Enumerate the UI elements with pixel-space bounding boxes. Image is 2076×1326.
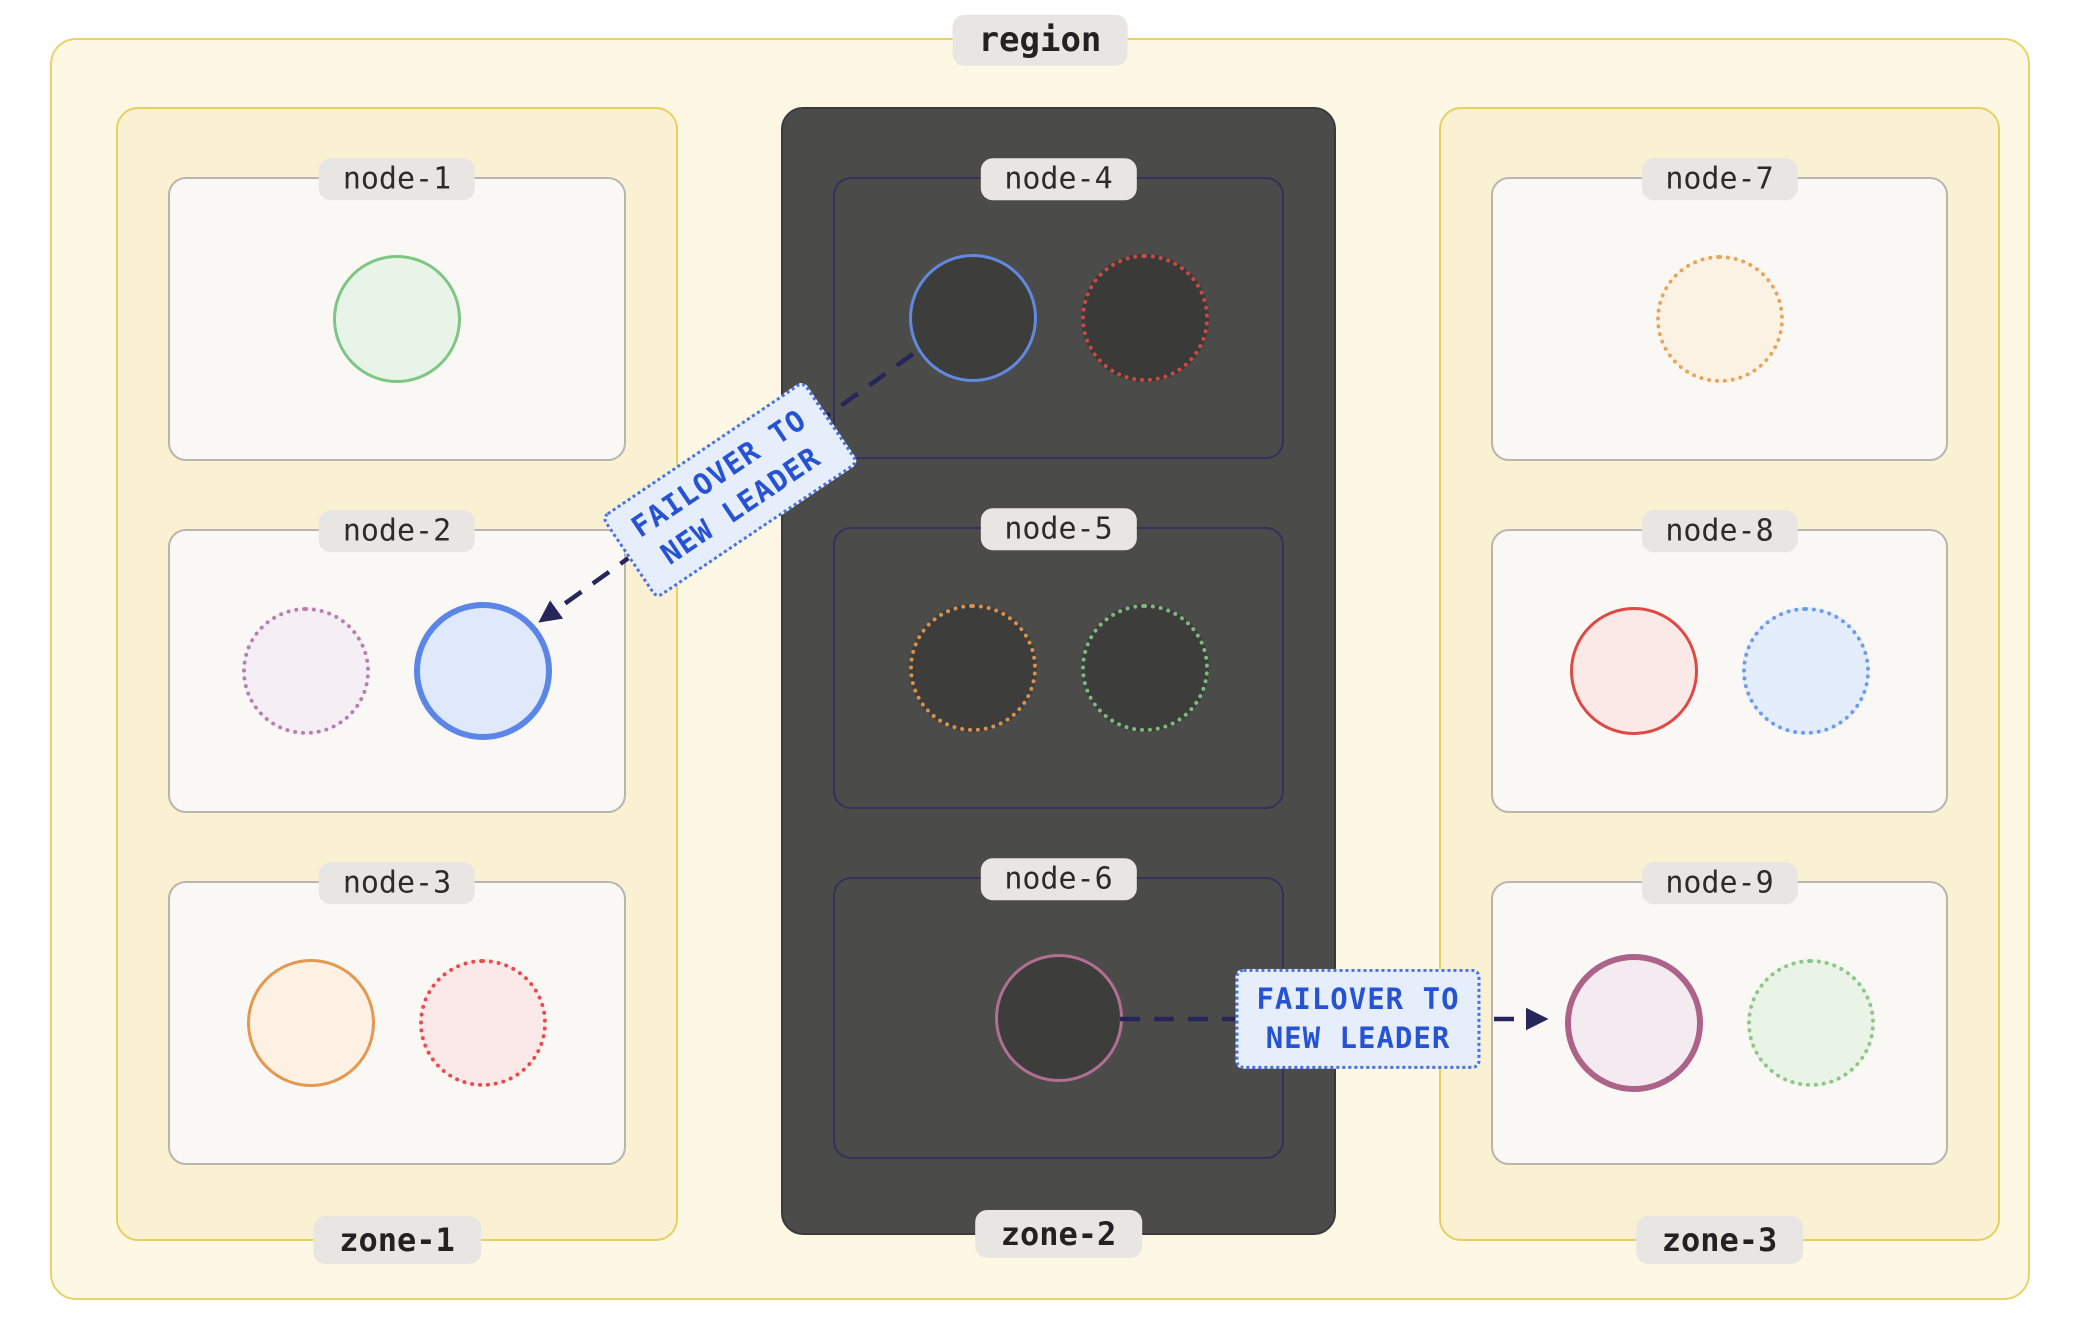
region-container: region node-1 node-2 node-3 zo bbox=[50, 14, 2030, 1300]
old-leader-circle-pink bbox=[994, 954, 1123, 1082]
failover-badge-right-line2: NEW LEADER bbox=[1265, 1021, 1451, 1055]
zone-3-label: zone-3 bbox=[1635, 1215, 1804, 1264]
replica-circle-red-2 bbox=[1569, 607, 1698, 735]
node-6-label: node-6 bbox=[980, 858, 1137, 900]
zone-3-nodes: node-7 node-8 node-9 bbox=[1491, 158, 1948, 1165]
replica-circle-orange-down bbox=[908, 604, 1037, 732]
old-leader-circle-blue bbox=[908, 254, 1037, 382]
replica-circle-green-2 bbox=[1746, 959, 1875, 1087]
node-4-label: node-4 bbox=[980, 158, 1137, 200]
node-4-box: node-4 bbox=[833, 158, 1284, 459]
node-9-box: node-9 bbox=[1491, 862, 1948, 1165]
leader-circle-pink bbox=[1564, 954, 1703, 1092]
region-label: region bbox=[952, 14, 1128, 66]
replica-circle-blue-2 bbox=[1741, 607, 1870, 735]
failover-badge-right-line1: FAILOVER TO bbox=[1256, 981, 1460, 1016]
replica-circle-green bbox=[333, 255, 461, 383]
node-8-label: node-8 bbox=[1641, 510, 1798, 552]
node-8-box: node-8 bbox=[1491, 510, 1948, 813]
zone-1-label: zone-1 bbox=[313, 1215, 481, 1264]
node-7-box: node-7 bbox=[1491, 158, 1948, 461]
zone-1-container: node-1 node-2 node-3 zone-1 bbox=[116, 107, 678, 1264]
node-3-box: node-3 bbox=[168, 862, 626, 1165]
replica-circle-purple bbox=[242, 607, 370, 735]
replica-circle-red-down bbox=[1080, 254, 1209, 382]
zone-1-nodes: node-1 node-2 node-3 bbox=[168, 158, 626, 1165]
node-2-box: node-2 bbox=[168, 510, 626, 813]
node-1-label: node-1 bbox=[318, 158, 476, 200]
zone-3-container: node-7 node-8 node-9 zone-3 bbox=[1439, 107, 2000, 1264]
failover-badge-right: FAILOVER TO NEW LEADER bbox=[1235, 968, 1481, 1070]
zone-2-nodes: node-4 node-5 node-6 bbox=[833, 158, 1284, 1159]
zone-2-label: zone-2 bbox=[974, 1209, 1143, 1258]
replica-circle-orange-2 bbox=[1655, 255, 1784, 383]
replica-circle-green-down bbox=[1080, 604, 1209, 732]
node-1-box: node-1 bbox=[168, 158, 626, 461]
node-5-box: node-5 bbox=[833, 508, 1284, 809]
leader-circle-blue bbox=[414, 602, 552, 740]
node-7-label: node-7 bbox=[1641, 158, 1798, 200]
node-5-label: node-5 bbox=[980, 508, 1137, 550]
replica-circle-orange bbox=[247, 959, 375, 1087]
node-6-box: node-6 bbox=[833, 858, 1284, 1159]
replica-circle-red bbox=[419, 959, 547, 1087]
node-2-label: node-2 bbox=[318, 510, 476, 552]
node-3-label: node-3 bbox=[318, 862, 476, 904]
node-9-label: node-9 bbox=[1641, 862, 1798, 904]
